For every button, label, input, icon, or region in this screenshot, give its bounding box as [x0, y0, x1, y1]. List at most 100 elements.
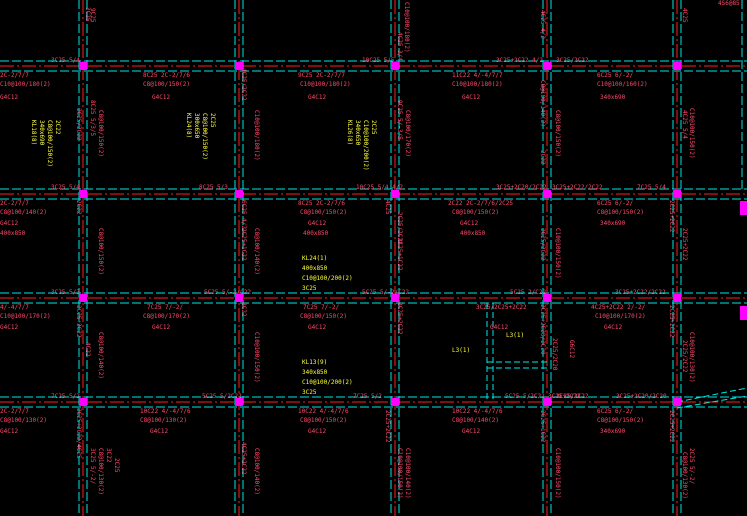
- left-label: C8@100/130(2): [0, 417, 47, 424]
- vlabel: C8@100/140(2): [97, 332, 104, 379]
- beam-line: 2C25: [209, 113, 216, 128]
- left-label: C10@100/170(2): [0, 313, 51, 320]
- column-node: [391, 294, 399, 302]
- left-label: G4C12: [0, 324, 18, 331]
- r4-label: 7C25 5/2: [353, 393, 382, 400]
- r1-label: 3C25/2C22: [556, 57, 589, 64]
- vlabel: C8@100/130(2): [97, 448, 104, 495]
- r1-label: C8@100/150(2): [143, 81, 190, 88]
- vlabel: C8@100/170(2): [404, 110, 411, 157]
- r1-label: G4C12: [462, 94, 480, 101]
- vlabel: C10@100/180(2): [253, 110, 260, 161]
- beam-line: 340x690: [38, 120, 45, 146]
- beam-line: 2C25: [370, 120, 377, 135]
- r3-label: C8@100/150(2): [300, 313, 347, 320]
- beam-line: 340x850: [302, 369, 328, 376]
- vlabel: 9C25: [89, 8, 96, 23]
- vlabel: 2C25+1C22: [539, 410, 546, 443]
- r2-label: 400x850: [460, 230, 486, 237]
- column-node: [740, 201, 747, 215]
- beam-line: 2C22: [54, 120, 61, 135]
- beam-line: 300x650: [193, 113, 200, 139]
- r3-label: 7C25 7/-2/: [303, 304, 340, 311]
- beam-line: C8@100/150(2): [46, 120, 53, 167]
- r1-label: C10@100/180(2): [452, 81, 503, 88]
- beam-label-kl24-1: KL24(1) 400x850 C10@100/200(2) 3C25: [302, 255, 353, 292]
- vlabel: 2C25 5/-2/: [688, 448, 695, 485]
- column-node: [79, 62, 87, 70]
- left-label: 4/-4/7/7: [0, 304, 29, 311]
- diagonal-beam: [676, 395, 747, 409]
- vlabel: 2C25+2C22: [668, 305, 675, 338]
- beam-line: KL13(9): [302, 359, 327, 366]
- vlabel: C10@100/180(2): [403, 2, 410, 53]
- vlabel: 2C25/2C22: [396, 212, 403, 245]
- r1-label: 3C25 5/4: [51, 57, 80, 64]
- column-node: [79, 294, 87, 302]
- beam-line: C10@100/200(2): [362, 120, 369, 171]
- column-node: [79, 398, 87, 406]
- vlabel: 8C25 5/3/5: [89, 100, 96, 137]
- r3-label: L3(1): [506, 332, 524, 339]
- vlabel: 2C25+1C22: [396, 238, 403, 271]
- left-label: C8@100/140(2): [0, 209, 47, 216]
- vlabel: 2C25+2C20/2C20: [539, 304, 546, 355]
- r4-label: 7C25 5/2: [51, 393, 80, 400]
- vlabel: 2C25: [113, 458, 120, 473]
- column-node: [543, 62, 551, 70]
- r2-label: C8@100/150(2): [300, 209, 347, 216]
- left-label: C10@100/180(2): [0, 81, 51, 88]
- r1-label: 11C22 4/-4/7/7: [452, 72, 503, 79]
- r3-label: 5C25 5/-2/C22: [362, 289, 409, 296]
- beam-line: 400x850: [302, 265, 328, 272]
- r2-label: 10C25 5/4 4/2: [356, 184, 403, 191]
- left-label: 2C-2/7/7: [0, 72, 29, 79]
- r3-label: C10@100/170(2): [595, 313, 646, 320]
- vlabel: 2C25+2C22: [668, 200, 675, 233]
- vlabel: 2C25+2C22: [396, 302, 403, 335]
- left-label: 400x850: [0, 230, 26, 237]
- vlabel: 3C25 5/-2/: [89, 448, 96, 485]
- r1-label: G4C12: [308, 94, 326, 101]
- r4-label: C8@100/150(2): [300, 417, 347, 424]
- r4-label: C8@100/130(2): [140, 417, 187, 424]
- vlabel: C10@100/140(2): [404, 448, 411, 499]
- r1-label: 6C25 6/-2/: [597, 72, 634, 79]
- r1-label: 10C25 5/5: [362, 57, 395, 64]
- beam-line: 3C25: [302, 285, 317, 292]
- r1-label: 3C25+2C22 4/2: [496, 57, 543, 64]
- r1-label: C10@100/160(2): [597, 81, 648, 88]
- column-node: [673, 190, 681, 198]
- r2-label: C8@100/150(2): [452, 209, 499, 216]
- r1-label: G4C12: [152, 94, 170, 101]
- beam-line: KL24(8): [185, 113, 192, 138]
- column-nodes: [79, 62, 747, 406]
- r4-label: G4C12: [308, 428, 326, 435]
- vlabel: C8@100/140(2): [539, 80, 546, 127]
- vlabel: 2C25+2C22: [668, 410, 675, 443]
- r4-label: 10C22 4/-4/7/6: [452, 408, 503, 415]
- vlabel: G6C12: [568, 340, 575, 358]
- column-node: [391, 190, 399, 198]
- r3-label: G4C12: [490, 324, 508, 331]
- beam-label-kl26: KL26(8) 340x650 C10@100/200(2) 2C25: [346, 120, 377, 171]
- beam-label-kl18: KL18(8) 340x690 C8@100/150(2) 2C22: [30, 120, 61, 167]
- r2-label: 400x850: [303, 230, 329, 237]
- vlabel: 2C22: [240, 302, 247, 317]
- diagonal-beam: [676, 387, 747, 403]
- r2-label: 3C25+2C22/2C22: [552, 184, 603, 191]
- vlabel: 9C25 5/-3/5: [396, 100, 403, 140]
- beam-line: 340x650: [354, 120, 361, 146]
- r1-label: 9C25 2C-2/7/7: [298, 72, 345, 79]
- vlabel: 2C25/2C22: [539, 228, 546, 261]
- vlabel: 2C25/2C22: [75, 108, 82, 141]
- r3-label: 7C25 7/-2/: [147, 304, 184, 311]
- vlabel: 2C22: [539, 150, 546, 165]
- beam-line: C10@100/200(2): [302, 275, 353, 282]
- r3-label: 3C25/2C25+2C22: [476, 304, 527, 311]
- vlabel: C8@100/130(2): [681, 452, 688, 499]
- r2-label: 2C22 2C-2/7/6/2C25: [448, 200, 513, 207]
- beam-line: C8@100/150(2): [201, 113, 208, 160]
- r3-label: 3C25+2C22/2C22: [615, 289, 666, 296]
